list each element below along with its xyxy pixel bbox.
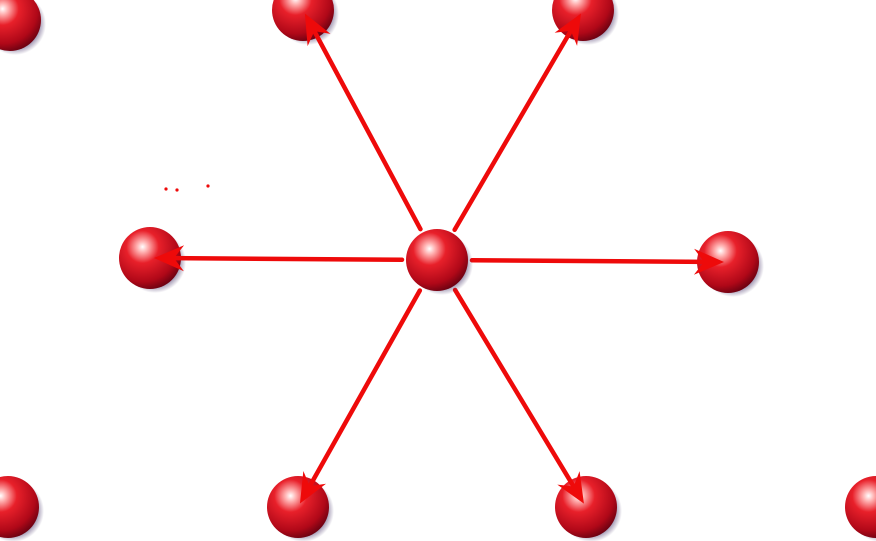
stray-marks	[164, 184, 209, 191]
arrow-to-bottom-left-shaft	[310, 291, 420, 487]
arrow-to-right	[472, 249, 724, 275]
neighbor-atom-bottom-left	[267, 476, 334, 541]
stray-speck	[206, 184, 209, 187]
neighbor-atom-top-left	[272, 0, 339, 45]
arrow-to-left	[154, 245, 402, 271]
outer-atom-bottom-left-corner	[0, 476, 44, 541]
stray-speck	[175, 188, 178, 191]
center-atom	[406, 229, 473, 295]
arrow-to-top-right-shaft	[455, 31, 571, 230]
arrow-to-top-right	[455, 13, 581, 229]
arrow-to-bottom-left	[300, 291, 420, 504]
arrow-to-right-shaft	[472, 260, 704, 262]
outer-atom-bottom-right-corner	[845, 476, 876, 541]
arrow-to-top-left-shaft	[314, 31, 420, 229]
outer-atom-top-left-corner	[0, 0, 46, 55]
neighbor-atom-bottom-right-sphere	[555, 476, 617, 538]
stray-speck	[164, 187, 167, 190]
neighbor-atoms-layer	[406, 229, 473, 295]
arrow-to-left-shaft	[174, 258, 402, 260]
arrow-to-top-left	[305, 14, 421, 230]
neighbor-atom-top-right	[552, 0, 619, 45]
center-atom-sphere	[406, 229, 468, 291]
arrow-to-bottom-right-shaft	[455, 290, 574, 486]
outer-atom-bottom-right-corner-sphere	[845, 476, 876, 538]
arrow-to-bottom-right	[455, 290, 584, 504]
